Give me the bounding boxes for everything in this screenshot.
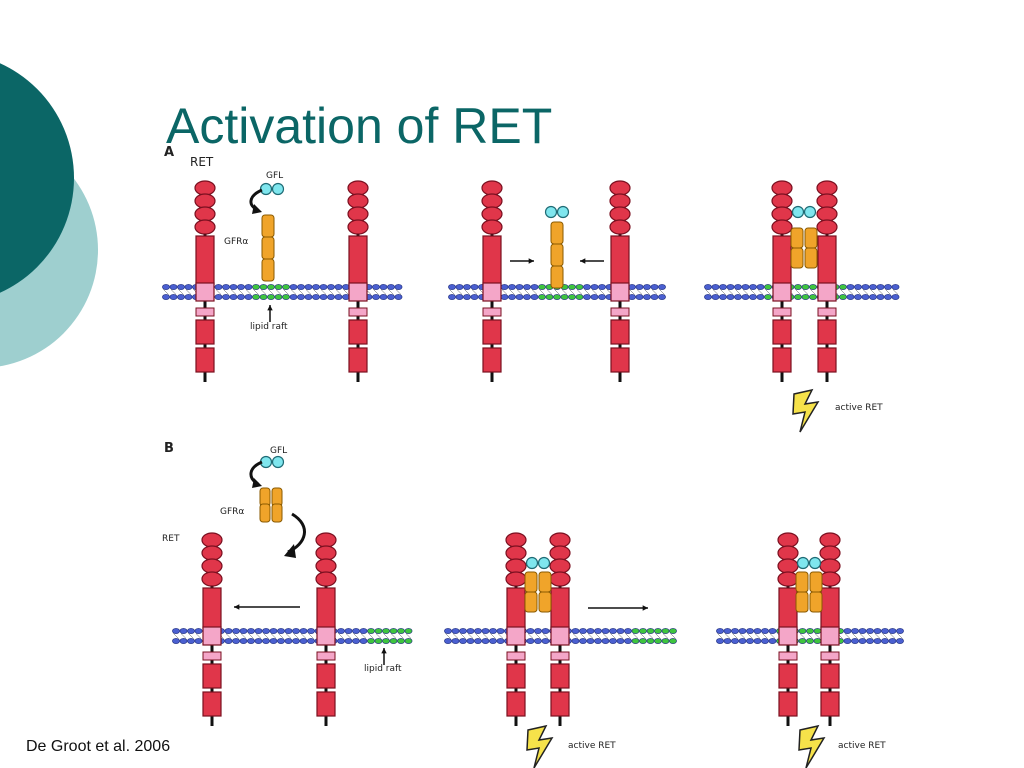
active-bolt-a3 <box>792 388 820 433</box>
ret-receptor-a2-left <box>481 180 503 382</box>
gfra-b-top-left <box>259 487 271 507</box>
arrow-b1-left <box>234 604 300 610</box>
gfl-a2 <box>544 205 570 219</box>
ret-receptor-a1-left <box>194 180 216 382</box>
gfra-b-bottom-left <box>259 503 271 523</box>
arrow-a2-left <box>580 258 604 264</box>
gfra-pair-a3 <box>790 227 818 269</box>
binding-arrow-b <box>249 460 263 488</box>
ret-receptor-a2-right <box>609 180 631 382</box>
arrow-a2-right <box>510 258 534 264</box>
gfra-a2 <box>550 221 564 289</box>
raft-pointer-a1 <box>267 305 273 322</box>
panel-b-raft-label: lipid raft <box>364 664 402 674</box>
gfl-a1 <box>259 182 285 196</box>
panel-a-gfl-label: GFL <box>266 171 283 181</box>
approach-arrow-b <box>284 512 306 558</box>
membrane-b3 <box>716 628 904 644</box>
panel-a-gfra-label: GFRα <box>224 237 248 247</box>
panel-a-ret-label: RET <box>190 155 214 169</box>
panel-b-active-label-2: active RET <box>838 741 886 751</box>
panel-b-gfl-label: GFL <box>270 446 287 456</box>
ret-receptor-a1-right <box>347 180 369 382</box>
gfl-b2 <box>525 556 551 570</box>
panel-b-active-label-1: active RET <box>568 741 616 751</box>
ret-receptor-b2-left <box>505 532 527 726</box>
panel-b-letter: B <box>164 441 174 456</box>
ret-receptor-b3-right <box>819 532 841 726</box>
panel-a-letter: A <box>164 145 174 160</box>
membrane-b2 <box>444 628 677 644</box>
gfl-a3 <box>791 205 817 219</box>
figure-shapes <box>162 180 904 768</box>
panel-b: B RET GFL GFRα lipid raft active RET act… <box>162 441 886 751</box>
ret-receptor-b3-left <box>777 532 799 726</box>
theme-circle-dark <box>0 63 74 293</box>
ret-receptor-a3-right <box>816 180 838 382</box>
panel-b-ret-label: RET <box>162 534 180 544</box>
panel-a-active-label: active RET <box>835 403 883 413</box>
gfra-b-bottom-right <box>271 503 283 523</box>
gfra-pair-b2 <box>524 571 552 613</box>
gfra-pair-b3 <box>795 571 823 613</box>
gfl-b-top <box>259 455 285 469</box>
binding-arrow-a1 <box>249 188 263 214</box>
citation: De Groot et al. 2006 <box>26 738 171 755</box>
ret-receptor-b2-right <box>549 532 571 726</box>
gfra-a1 <box>261 214 275 282</box>
ret-receptor-b1-left <box>201 532 223 726</box>
gfl-b3 <box>796 556 822 570</box>
active-bolt-b3 <box>798 724 826 768</box>
panel-a: A RET GFL GFRα lipid raft active RET <box>164 145 883 413</box>
active-bolt-b2 <box>526 724 554 768</box>
arrow-b2-right <box>588 605 648 611</box>
panel-a-raft-label: lipid raft <box>250 322 288 332</box>
membrane-a3 <box>704 284 900 300</box>
slide-title: Activation of RET <box>166 98 553 154</box>
panel-b-gfra-label: GFRα <box>220 507 244 517</box>
ret-receptor-b1-right <box>315 532 337 726</box>
ret-receptor-a3-left <box>771 180 793 382</box>
gfra-b-top-right <box>271 487 283 507</box>
raft-pointer-b1 <box>381 648 387 665</box>
